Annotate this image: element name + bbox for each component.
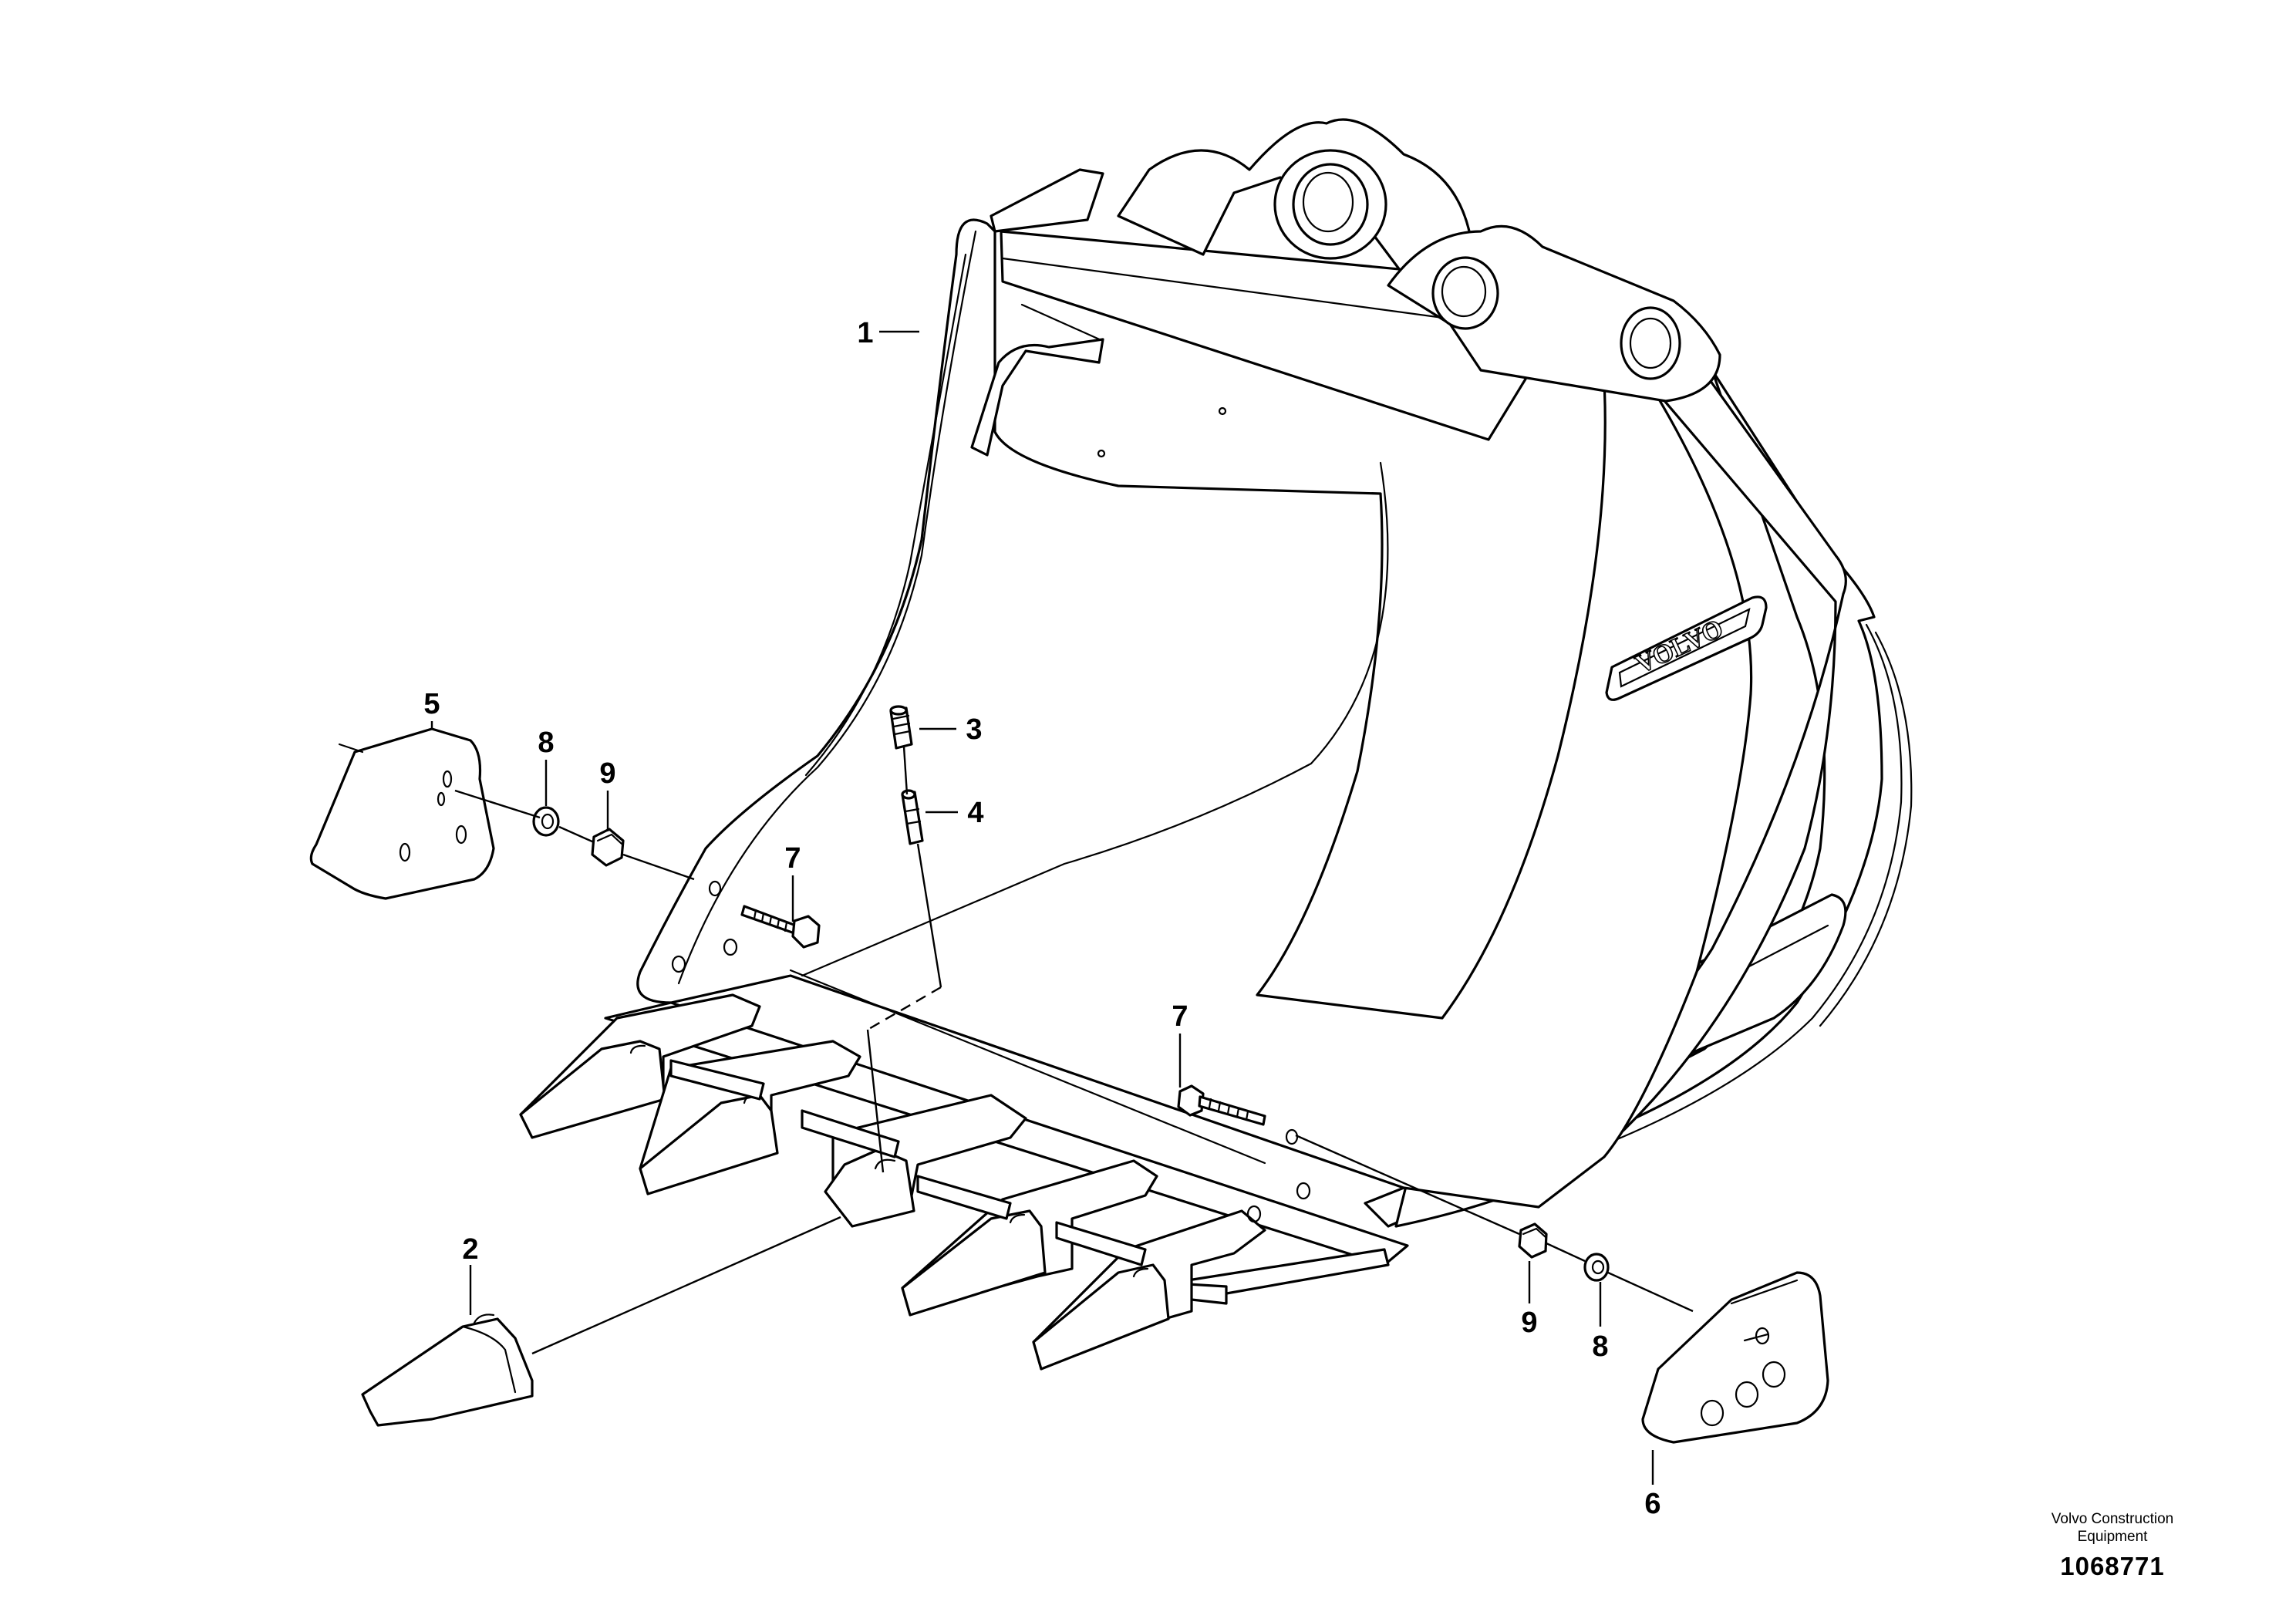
callout-6: 6 [1644,1488,1660,1520]
callout-9-right: 9 [1521,1307,1537,1339]
callout-7-right: 7 [1172,1000,1188,1033]
callout-4: 4 [967,797,983,829]
callout-labels: 1 2 3 4 5 6 7 7 8 8 9 9 [423,317,1660,1520]
retainer-pin [889,705,913,750]
callout-leaders [430,330,1654,1485]
drawing-number: 1068771 [2060,1552,2165,1580]
teeth-row [519,993,1266,1371]
callout-8-right: 8 [1592,1330,1608,1363]
nut-right [1518,1222,1548,1259]
bolt-left [740,905,821,949]
tooth-adapter [1032,1209,1266,1371]
bolt-right [1177,1084,1266,1126]
tooth-adapter [519,993,761,1139]
tooth-adapter-with-pin [824,1094,1027,1228]
callout-2: 2 [462,1233,478,1266]
washer-right [1583,1253,1610,1282]
washer-left [532,806,560,837]
company-name-line2: Equipment [2077,1529,2148,1545]
tooth-adapter [901,1159,1158,1317]
brand-plate: VOLVO [1605,595,1768,701]
side-holes [671,880,1311,1223]
loose-tooth [361,1313,534,1427]
callout-8-left: 8 [538,727,554,759]
callout-5: 5 [423,688,440,720]
drawing-footer: Volvo Construction Equipment 1068771 [1989,1510,2236,1581]
nut-left [591,828,625,867]
callout-3: 3 [966,713,982,746]
side-cutter-right [1641,1271,1829,1444]
company-name-line1: Volvo Construction [2051,1511,2174,1527]
callout-9-left: 9 [599,757,615,790]
assembly-lines [454,746,1694,1355]
retainer-sleeve [901,789,924,845]
callout-1: 1 [857,317,873,349]
side-cutter-left [309,727,495,900]
callout-7-left: 7 [784,842,801,875]
